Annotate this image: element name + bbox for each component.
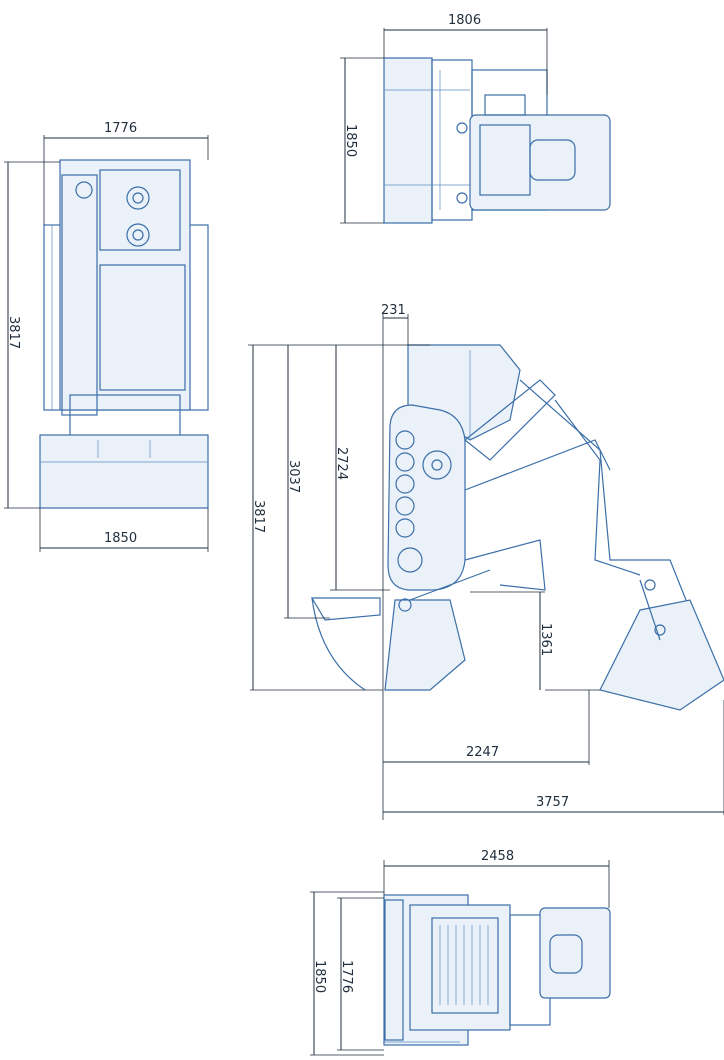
side-2247-dim: 2247 (466, 745, 499, 760)
top-view-machine (383, 57, 611, 224)
front-height-dim: 3817 (6, 316, 21, 349)
side-3757-dim: 3757 (536, 795, 569, 810)
bottom-view: 2458 1776 1850 (310, 849, 611, 1056)
bottom-width-dim: 2458 (481, 849, 514, 864)
top-view: 1806 1850 (340, 13, 611, 224)
side-3817-dim: 3817 (251, 500, 266, 533)
side-3037-dim: 3037 (286, 460, 301, 493)
front-view-machine (39, 159, 209, 509)
side-2724-dim: 2724 (334, 447, 349, 480)
top-width-dim: 1806 (448, 13, 481, 28)
side-231-dim: 231 (381, 303, 406, 318)
top-height-dim: 1850 (343, 124, 358, 157)
bottom-view-machine (383, 894, 611, 1046)
front-view: 1776 3817 1850 (4, 121, 209, 552)
bottom-1776-dim: 1776 (339, 960, 354, 993)
side-view: 231 2724 3037 3817 1361 2247 3757 (248, 303, 724, 820)
side-1361-dim: 1361 (538, 623, 553, 656)
front-base-dim: 1850 (104, 531, 137, 546)
side-view-machine (310, 344, 724, 711)
front-width-dim: 1776 (104, 121, 137, 136)
bottom-1850-dim: 1850 (312, 960, 327, 993)
